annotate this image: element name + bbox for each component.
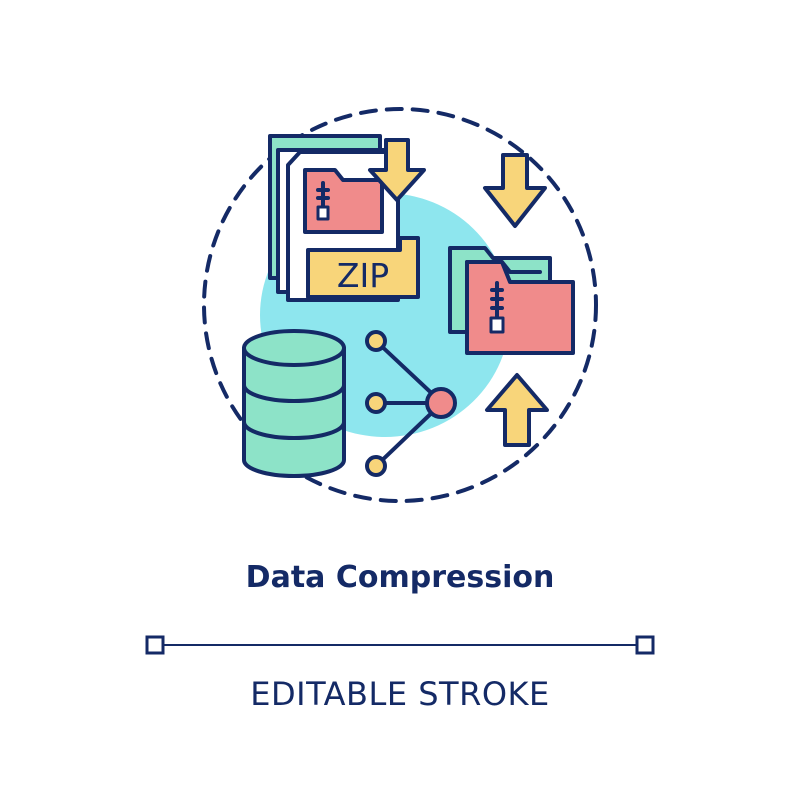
dashed-circle-frame	[202, 107, 598, 503]
divider-start-handle	[145, 635, 165, 655]
download-arrow-icon	[368, 138, 426, 202]
database-icon	[242, 329, 346, 478]
download-arrow-icon	[483, 153, 547, 228]
divider-end-handle	[635, 635, 655, 655]
share-nodes-icon	[365, 330, 457, 477]
upload-arrow-icon	[485, 373, 549, 447]
zipped-folder-icon	[448, 246, 575, 355]
concept-icon: ZIP	[202, 107, 598, 503]
zip-label: ZIP	[337, 256, 389, 295]
caption: EDITABLE STROKE	[250, 675, 550, 713]
title: Data Compression	[245, 560, 555, 595]
divider-line	[145, 635, 655, 655]
